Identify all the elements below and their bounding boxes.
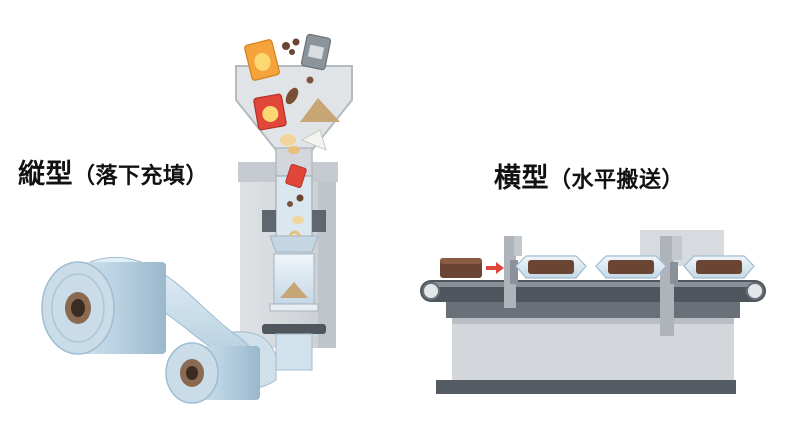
seal-station-left-jaw — [510, 260, 518, 284]
seal-station-right-post — [660, 236, 674, 336]
chip-bag-red-icon — [253, 93, 287, 131]
horizontal-machine-floor — [436, 380, 736, 394]
chip-bag-small-icon — [285, 164, 307, 188]
sealing-jaw — [262, 324, 326, 334]
horizontal-machine-base-shadow — [452, 318, 734, 324]
horizontal-machine-base — [452, 318, 734, 380]
film-tube-lower — [275, 333, 313, 371]
right-clamp-block — [312, 210, 326, 232]
almond-icon — [285, 87, 299, 105]
feed-direction-arrow-icon — [486, 262, 504, 274]
film-roll-small-hole — [186, 366, 198, 380]
nut-icon — [289, 49, 295, 55]
film-roll-large-ring — [51, 273, 105, 343]
cracker-icon — [288, 146, 300, 154]
horizontal-type-subtitle: （水平搬送） — [549, 168, 685, 193]
falling-items — [244, 33, 340, 237]
pillow-pack — [595, 255, 667, 279]
brownie-block-icon — [440, 258, 482, 278]
film-roll-large-hole — [71, 299, 85, 317]
pillow-pack — [515, 255, 587, 279]
nut-icon — [292, 38, 300, 46]
horizontal-machine-table — [446, 302, 740, 318]
seal-station-left-arm — [514, 236, 522, 256]
cracker-icon — [280, 134, 296, 146]
vertical-packaging-machine — [41, 33, 353, 404]
left-clamp-block — [262, 210, 276, 232]
seal-station-right-arm — [672, 236, 682, 260]
conveyor-roller-left — [422, 282, 440, 300]
forming-collar — [269, 235, 319, 253]
nut-icon — [296, 194, 304, 202]
conveyor-belt-top — [430, 282, 756, 287]
vertical-type-subtitle: （落下充填） — [73, 164, 209, 189]
horizontal-type-title: 横型 — [494, 163, 549, 194]
seal-jaw-serrated — [269, 303, 319, 312]
horizontal-packaging-machine — [420, 230, 766, 394]
chip-bag-icon — [244, 39, 280, 81]
conveyor-roller-right — [746, 282, 764, 300]
vertical-machine-side-panel — [318, 180, 336, 348]
horizontal-type-label: 横型（水平搬送） — [494, 156, 684, 195]
nut-icon — [306, 76, 314, 84]
snack-bag-icon — [300, 33, 332, 71]
forming-tube — [275, 175, 313, 241]
vertical-type-title: 縦型 — [18, 159, 73, 190]
cracker-icon — [300, 129, 327, 151]
seal-station-right-jaw — [670, 262, 678, 284]
nut-icon — [282, 42, 290, 50]
powder-in-bag-icon — [280, 282, 308, 298]
vertical-type-label: 縦型（落下充填） — [18, 152, 208, 191]
powder-icon — [300, 98, 340, 122]
cracker-icon — [288, 230, 302, 237]
nut-icon — [287, 201, 293, 207]
pillow-pack — [683, 255, 755, 279]
cracker-icon — [292, 216, 304, 224]
